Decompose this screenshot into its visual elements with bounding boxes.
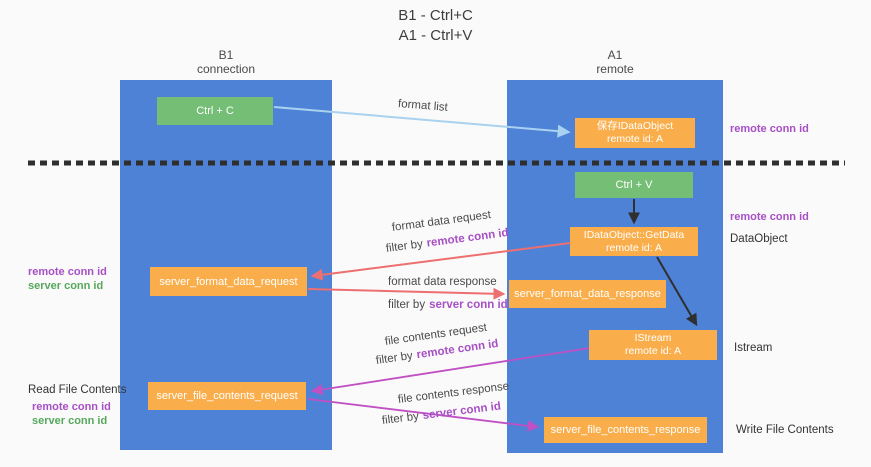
save-idataobject-box: 保存IDataObject remote id: A bbox=[575, 118, 695, 148]
right-column-title: A1 bbox=[607, 48, 623, 62]
server-format-data-request-label: server_format_data_request bbox=[159, 275, 298, 288]
server-format-data-response-box: server_format_data_response bbox=[509, 280, 666, 308]
istream-side-label: Istream bbox=[734, 342, 773, 354]
left-conn-id-pair-2: remote conn id server conn id bbox=[32, 401, 111, 428]
dataobject-label: DataObject bbox=[730, 233, 788, 245]
filter-by-text: filter by bbox=[375, 349, 414, 367]
filter-value-server-conn-id: server conn id bbox=[422, 400, 502, 422]
server-format-data-response-label: server_format_data_response bbox=[514, 288, 661, 300]
left-column-subtitle: connection bbox=[196, 62, 256, 76]
idataobject-getdata-line2: remote id: A bbox=[605, 241, 663, 254]
title-line-2: A1 - Ctrl+V bbox=[398, 27, 473, 44]
left-column-title: B1 bbox=[218, 48, 234, 62]
format-data-response-arrow bbox=[307, 287, 506, 300]
left-server-conn-id-2-label: server conn id bbox=[32, 414, 108, 427]
filter-value-server-conn-id: server conn id bbox=[429, 299, 508, 311]
ctrl-v-label: Ctrl + V bbox=[615, 179, 653, 191]
ctrl-c-label: Ctrl + C bbox=[196, 105, 234, 117]
filter-by-text: filter by bbox=[388, 299, 426, 311]
istream-line2: remote id: A bbox=[624, 345, 682, 357]
save-idataobject-line1: 保存IDataObject bbox=[596, 120, 674, 132]
format-data-response-label: format data response bbox=[388, 276, 497, 288]
format-list-label: format list bbox=[397, 98, 449, 114]
title-line-1: B1 - Ctrl+C bbox=[398, 7, 473, 24]
ctrl-v-box: Ctrl + V bbox=[575, 172, 693, 198]
server-file-contents-response-box: server_file_contents_response bbox=[544, 417, 707, 443]
save-idataobject-line2: remote id: A bbox=[606, 133, 664, 145]
left-remote-conn-id-2-label: remote conn id bbox=[32, 401, 111, 413]
left-column-header: B1 connection bbox=[120, 48, 332, 76]
right-column-header: A1 remote bbox=[507, 48, 723, 76]
istream-line1: IStream bbox=[634, 332, 672, 344]
filter-by-text: filter by bbox=[385, 238, 424, 255]
filter-by-text: filter by bbox=[381, 410, 420, 427]
idataobject-getdata-line1: IDataObject::GetData bbox=[583, 228, 685, 241]
filter-value-remote-conn-id: remote conn id bbox=[425, 226, 510, 250]
right-column-subtitle: remote bbox=[596, 62, 634, 76]
server-file-contents-request-box: server_file_contents_request bbox=[148, 382, 306, 410]
server-file-contents-response-label: server_file_contents_response bbox=[550, 424, 701, 436]
left-remote-conn-id-1-label: remote conn id bbox=[28, 266, 107, 278]
server-format-data-request-box: server_format_data_request bbox=[150, 267, 307, 296]
left-conn-id-pair-1: remote conn id server conn id bbox=[28, 266, 107, 293]
diagram-title: B1 - Ctrl+C A1 - Ctrl+V bbox=[0, 6, 871, 46]
write-file-contents-label: Write File Contents bbox=[736, 424, 834, 436]
left-server-conn-id-1-label: server conn id bbox=[28, 279, 104, 292]
right-remote-conn-id-mid-label: remote conn id bbox=[730, 211, 809, 223]
istream-box: IStream remote id: A bbox=[589, 330, 717, 360]
server-file-contents-request-label: server_file_contents_request bbox=[156, 390, 298, 402]
read-file-contents-label: Read File Contents bbox=[28, 384, 127, 396]
idataobject-getdata-box: IDataObject::GetData remote id: A bbox=[570, 227, 698, 256]
ctrl-c-box: Ctrl + C bbox=[157, 97, 273, 125]
right-remote-conn-id-top-label: remote conn id bbox=[730, 123, 809, 135]
